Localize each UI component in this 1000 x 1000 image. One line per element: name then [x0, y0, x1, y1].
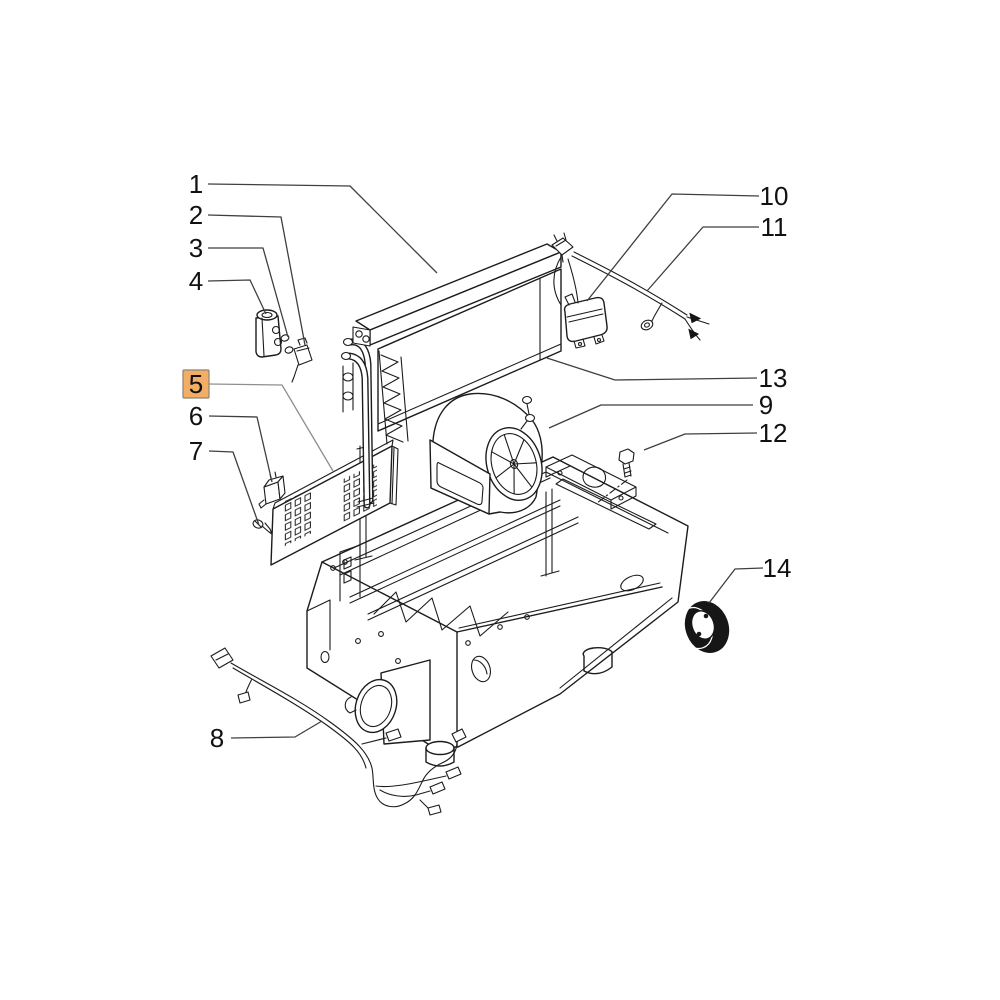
callout-5[interactable]: 5: [189, 369, 203, 399]
o-rings: [280, 334, 294, 354]
callout-9[interactable]: 9: [759, 390, 773, 420]
expansion-valve: [255, 309, 283, 358]
callout-2[interactable]: 2: [189, 200, 203, 230]
leader-line-14: [708, 567, 764, 604]
panel-screw: [252, 519, 273, 535]
leader-lines: [207, 183, 764, 739]
thermo-sensor: [291, 337, 313, 383]
leader-line-2: [207, 214, 306, 346]
leader-line-5: [208, 383, 334, 472]
callout-12[interactable]: 12: [759, 418, 788, 448]
callout-11[interactable]: 11: [761, 212, 788, 242]
leader-line-13: [546, 357, 758, 381]
top-connector: [551, 232, 574, 263]
leader-line-6: [208, 415, 273, 483]
leader-line-4: [207, 279, 267, 315]
leader-line-12: [643, 432, 758, 451]
air-outlet-tube: [344, 659, 431, 745]
relay-small: [258, 471, 286, 509]
leader-line-7: [208, 450, 260, 526]
relay-box: [563, 293, 608, 349]
chassis-foot-front: [425, 740, 455, 767]
blower-assembly: [429, 392, 543, 515]
heat-exchanger-core: [352, 243, 562, 445]
callout-3[interactable]: 3: [189, 233, 203, 263]
leader-line-10: [586, 193, 760, 302]
callout-labels: 1 2 3 4 5 6 7 8 9 10 11 12 13 14: [182, 169, 792, 753]
callout-8[interactable]: 8: [210, 723, 224, 753]
callout-7[interactable]: 7: [189, 436, 203, 466]
callout-4[interactable]: 4: [189, 266, 203, 296]
callout-14[interactable]: 14: [763, 553, 792, 583]
callout-6[interactable]: 6: [189, 401, 203, 431]
grille-panel: [270, 439, 399, 566]
leader-line-9: [548, 404, 753, 429]
leader-line-11: [646, 226, 759, 292]
leader-line-3: [208, 247, 289, 338]
callout-1[interactable]: 1: [189, 169, 203, 199]
callout-5-highlight[interactable]: [182, 369, 210, 399]
wiring-harness-bottom: [210, 647, 467, 816]
callout-10[interactable]: 10: [760, 181, 789, 211]
leader-line-8: [230, 720, 323, 739]
callout-13[interactable]: 13: [759, 363, 788, 393]
rear-wheel: [678, 601, 730, 653]
mounting-bolt: [596, 448, 635, 504]
wiring-harness-top: [553, 251, 710, 341]
leader-line-1: [207, 183, 438, 274]
chassis-foot-rear: [582, 646, 613, 675]
